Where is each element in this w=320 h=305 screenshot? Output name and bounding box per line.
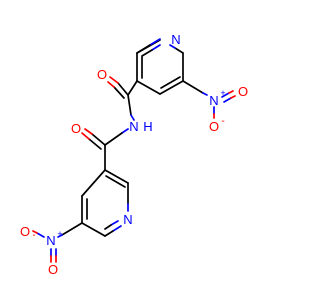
bond <box>169 44 176 49</box>
bond <box>104 224 112 230</box>
bond <box>127 94 132 116</box>
bond <box>104 132 123 146</box>
atom-o-nitro-top-double: O <box>238 84 248 99</box>
bond <box>149 38 161 46</box>
bond <box>113 86 125 99</box>
bond <box>105 175 126 188</box>
bond <box>159 80 184 95</box>
bond <box>32 230 38 234</box>
atom-n-nitro-bottom: N <box>46 233 55 248</box>
charge-plus-bottom: + <box>57 229 62 239</box>
bond <box>104 230 114 237</box>
atom-o-nitro-bottom-double: O <box>48 262 58 277</box>
bond <box>160 76 181 89</box>
bond <box>130 114 135 121</box>
bond <box>202 92 208 96</box>
atom-n-nitro-top: N <box>209 93 218 108</box>
atom-o-carbonyl-bottom: O <box>71 121 81 136</box>
bond <box>104 169 129 184</box>
bond <box>141 49 153 57</box>
bond <box>136 44 151 54</box>
charge-minus-top: - <box>221 116 224 127</box>
bottom-carbonyl <box>81 128 129 171</box>
bond <box>36 232 45 238</box>
bond <box>61 222 83 236</box>
bottom-pyridine-ring <box>81 169 129 237</box>
atom-h-amide: H <box>143 119 152 134</box>
top-nitro-group <box>182 80 236 119</box>
atom-o-carbonyl-top: O <box>97 67 107 82</box>
bottom-nitro-group <box>32 222 83 263</box>
bond <box>221 92 230 98</box>
bond <box>84 128 93 135</box>
charge-minus-bottom: - <box>32 230 35 241</box>
atom-n-amide: N <box>129 119 138 134</box>
bond <box>136 80 161 95</box>
top-pyridine-ring <box>136 38 184 95</box>
bond <box>230 95 236 99</box>
bond <box>81 132 90 140</box>
top-carbonyl <box>107 76 138 121</box>
bond <box>109 76 119 84</box>
bond <box>107 81 115 88</box>
bond <box>81 169 106 197</box>
atom-n-ring-top: N <box>171 32 180 47</box>
bond <box>112 225 122 232</box>
charge-plus-top: + <box>220 88 225 98</box>
bond <box>121 128 129 134</box>
atom-o-nitro-bottom-minus: O <box>20 224 30 239</box>
structure-svg: N O N H O N <box>20 32 248 277</box>
bond <box>57 234 63 238</box>
bond <box>88 138 102 150</box>
bond <box>151 44 161 51</box>
bond <box>174 47 184 54</box>
bond <box>81 222 106 237</box>
bond <box>117 82 129 96</box>
atom-o-nitro-top-minus: O <box>209 119 219 134</box>
bond <box>127 80 138 96</box>
bond <box>228 90 234 94</box>
bond <box>110 220 119 226</box>
bond <box>91 133 106 146</box>
atom-n-ring-bottom: N <box>123 212 132 227</box>
bond <box>182 80 204 94</box>
molecule-diagram: N O N H O N <box>19 32 249 277</box>
bond <box>223 97 232 103</box>
